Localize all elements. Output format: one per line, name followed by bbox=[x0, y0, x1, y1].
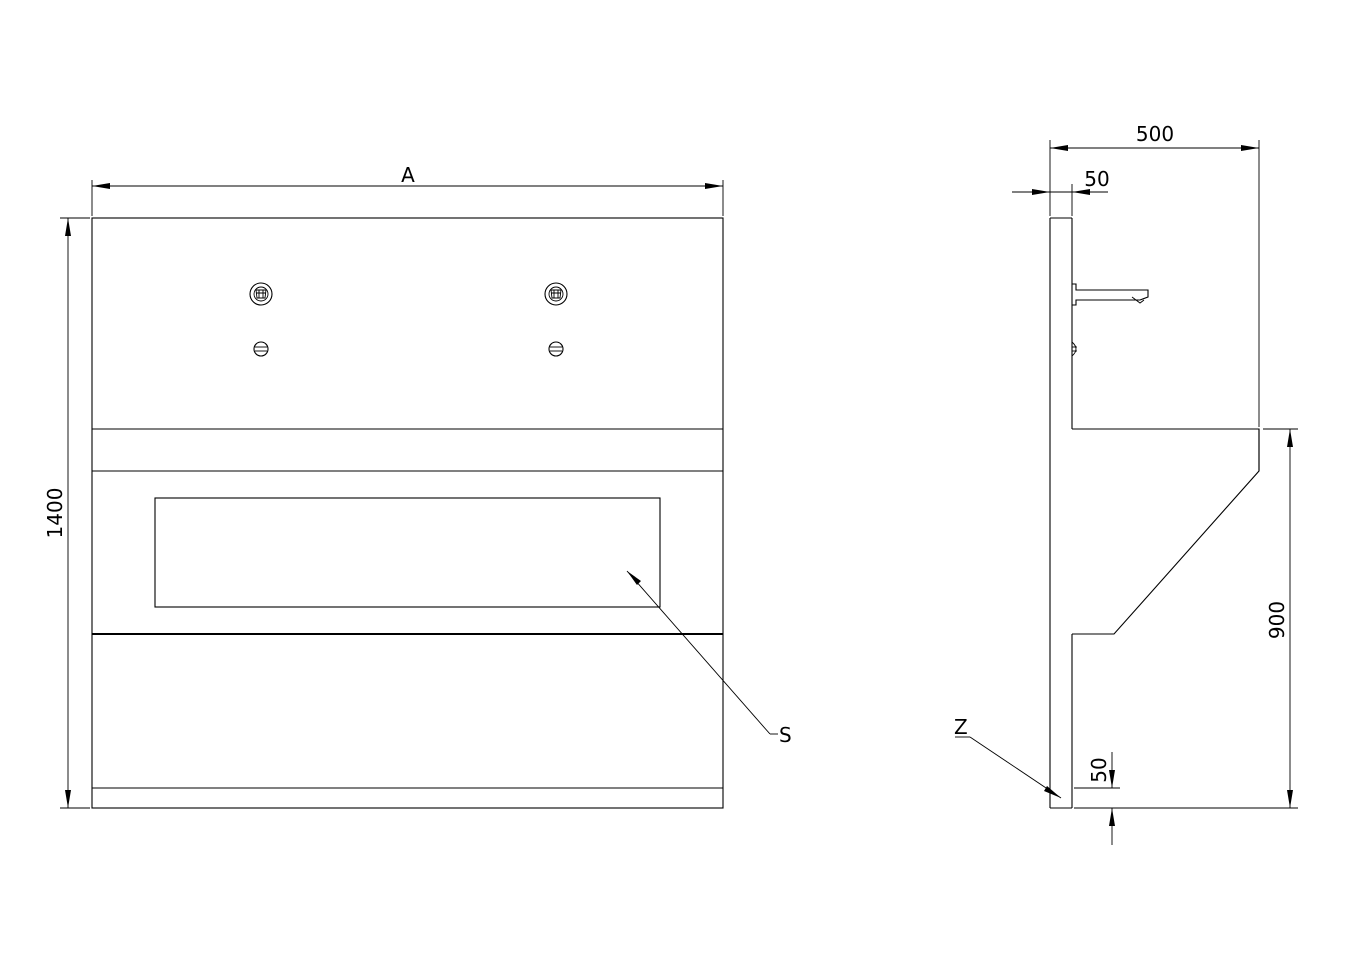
front-view: A 1400 S bbox=[43, 163, 792, 809]
arrow-head bbox=[92, 183, 110, 189]
depth-label: 500 bbox=[1136, 122, 1174, 146]
depth-dimension: 500 bbox=[1049, 122, 1260, 427]
arrow-head bbox=[1032, 189, 1050, 195]
arrow-head bbox=[1044, 786, 1061, 798]
faucet-nozzle-icon bbox=[550, 289, 562, 299]
valve-ring-icon bbox=[253, 341, 269, 357]
faucet-inner-ring-icon bbox=[253, 286, 269, 302]
arrow-head bbox=[1109, 770, 1115, 788]
plinth-height-label: 50 bbox=[1087, 757, 1111, 782]
arrow-head bbox=[1109, 808, 1115, 826]
basin-height-dimension: 900 bbox=[1074, 428, 1298, 809]
side-view: 500 50 900 50 bbox=[954, 122, 1298, 845]
valve-ring-icon bbox=[548, 341, 564, 357]
valve-left bbox=[253, 341, 269, 357]
faucet-right bbox=[544, 282, 568, 306]
arrow-head bbox=[65, 790, 71, 808]
faucet-inner-ring-icon bbox=[548, 286, 564, 302]
arrow-head bbox=[1241, 145, 1259, 151]
faucet-outer-ring-icon bbox=[544, 282, 568, 306]
leader-line bbox=[969, 736, 1062, 799]
faucet-spout-icon bbox=[1072, 283, 1149, 306]
leader-z: Z bbox=[954, 715, 1062, 799]
faucet-spout-tip-icon bbox=[1131, 296, 1145, 304]
height-dimension: 1400 bbox=[43, 217, 90, 809]
wall-thickness-dimension: 50 bbox=[1012, 167, 1110, 216]
wall-thickness-label: 50 bbox=[1084, 167, 1109, 191]
basin-opening bbox=[154, 497, 661, 608]
arrow-head bbox=[627, 571, 641, 585]
faucet-nozzle-icon bbox=[255, 289, 267, 299]
leader-s: S bbox=[626, 570, 792, 747]
arrow-head bbox=[1287, 429, 1293, 447]
width-label: A bbox=[401, 163, 415, 187]
width-dimension: A bbox=[91, 163, 724, 216]
basin-profile bbox=[1072, 428, 1260, 635]
basin-height-label: 900 bbox=[1265, 601, 1289, 639]
reference-label-s: S bbox=[779, 723, 792, 747]
arrow-head bbox=[1287, 790, 1293, 808]
faucet-left bbox=[249, 282, 273, 306]
arrow-head bbox=[705, 183, 723, 189]
valve-stub-icon bbox=[1071, 341, 1077, 357]
height-label: 1400 bbox=[43, 488, 67, 539]
reference-label-z: Z bbox=[954, 715, 968, 739]
plinth-dimension: 50 bbox=[1074, 752, 1120, 845]
leader-line bbox=[626, 570, 771, 735]
faucet-outer-ring-icon bbox=[249, 282, 273, 306]
front-panel-outline bbox=[91, 217, 724, 809]
arrow-head bbox=[1072, 189, 1090, 195]
arrow-head bbox=[65, 218, 71, 236]
arrow-head bbox=[1050, 145, 1068, 151]
valve-right bbox=[548, 341, 564, 357]
